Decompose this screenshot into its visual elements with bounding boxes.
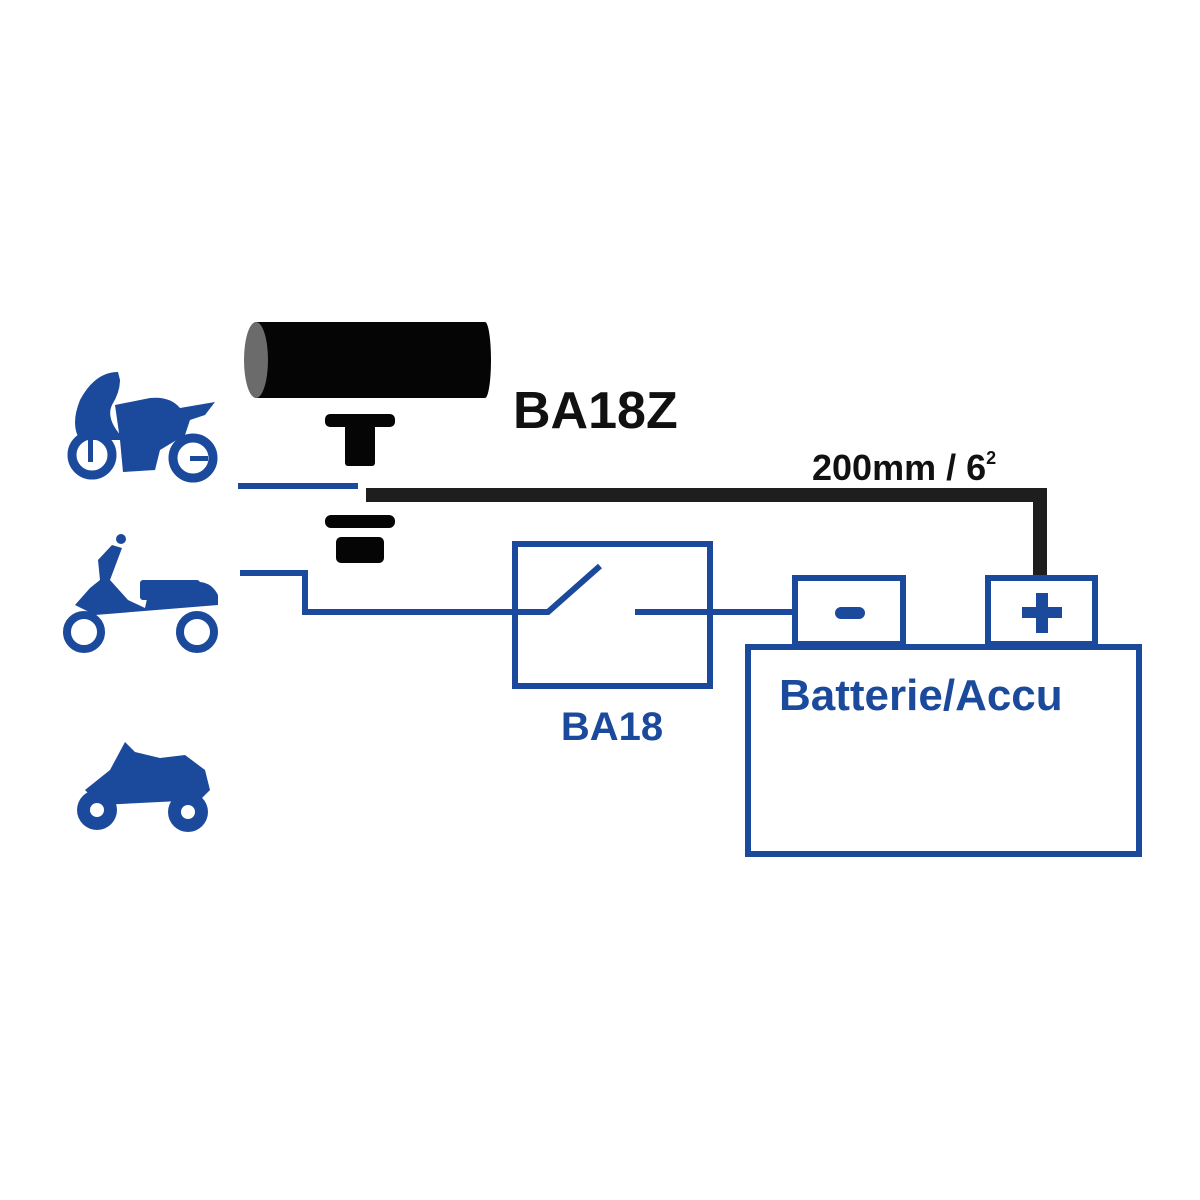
ba18-switch <box>512 541 795 689</box>
cable-spec-label: 200mm / 62 <box>812 447 996 488</box>
battery-label: Batterie/Accu <box>779 671 1063 720</box>
negative-terminal-icon <box>835 607 865 619</box>
switch-label: BA18 <box>561 705 663 749</box>
quad-atv-icon <box>77 742 210 832</box>
sport-motorcycle-icon <box>67 372 218 483</box>
relay-label: BA18Z <box>513 382 678 440</box>
blue-wire-bottom <box>240 570 515 615</box>
ba18z-relay <box>244 322 491 563</box>
positive-cable <box>366 488 1047 577</box>
positive-terminal-icon <box>1022 593 1062 633</box>
scooter-icon <box>63 534 218 653</box>
battery <box>745 575 1142 857</box>
